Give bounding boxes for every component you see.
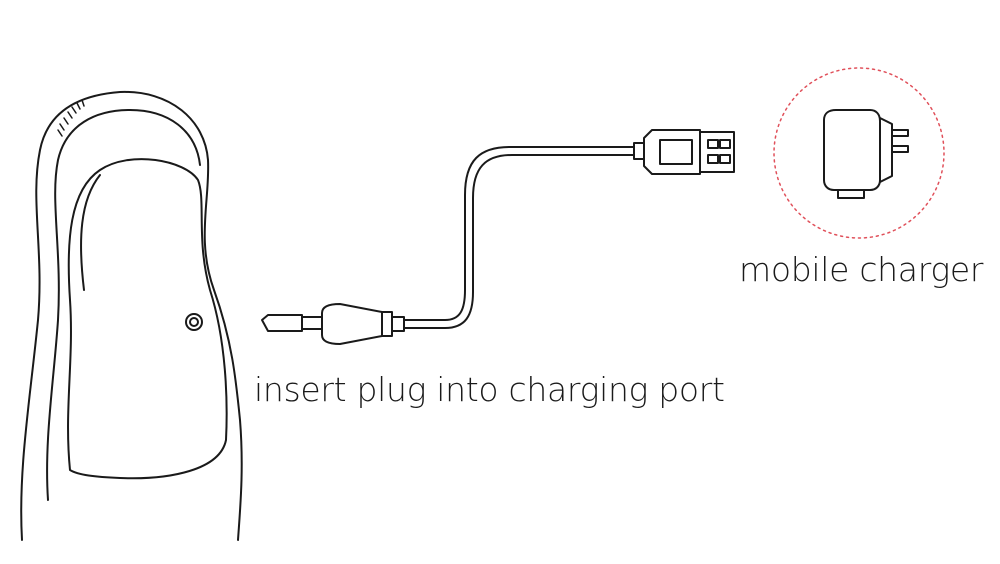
- charger-label: mobile charger: [739, 250, 984, 289]
- usb-connector-icon: [633, 129, 735, 175]
- instruction-label: insert plug into charging port: [254, 370, 725, 409]
- wall-adapter-icon: [823, 109, 909, 199]
- charger-highlight-circle: [773, 67, 945, 239]
- dc-jack-plug-icon: [261, 303, 405, 345]
- massager-device-icon: [20, 90, 243, 541]
- charging-cable: [403, 146, 635, 329]
